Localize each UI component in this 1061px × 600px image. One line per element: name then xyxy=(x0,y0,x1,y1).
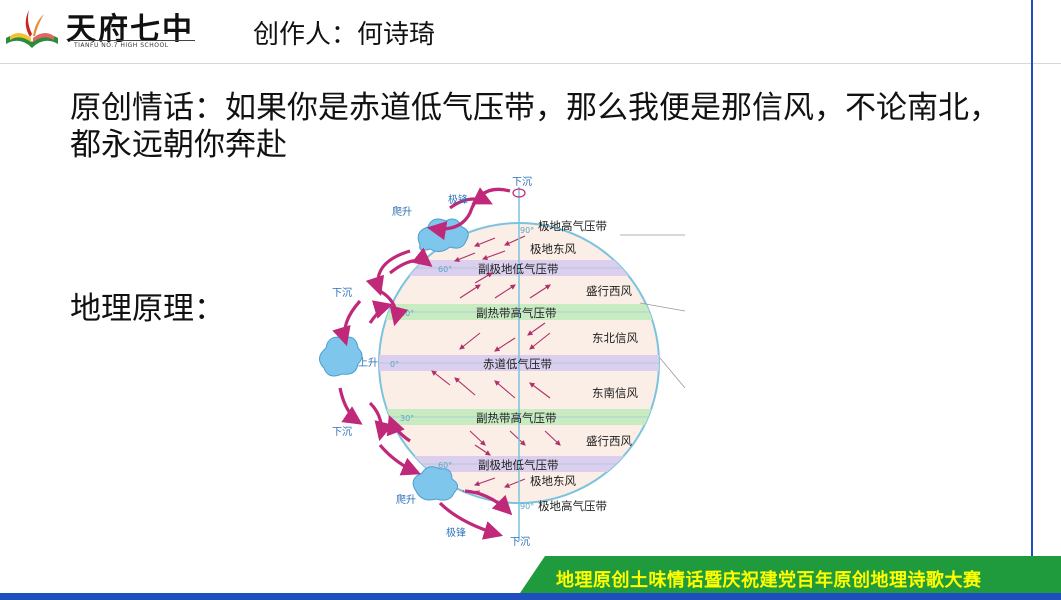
label-sink-mid-n: 下沉 xyxy=(332,286,352,299)
lat-label-6: 90° xyxy=(520,502,534,511)
author-line: 创作人：何诗琦 xyxy=(253,20,436,50)
logo-divider xyxy=(70,40,195,41)
right-edge-line xyxy=(1031,0,1033,600)
wind-label-4: 盛行西风 xyxy=(586,434,632,448)
label-rise-equator: 上升 xyxy=(358,357,378,369)
lat-label-4: 30° xyxy=(400,414,414,423)
belt-label-2: 副热带高气压带 xyxy=(476,306,557,320)
lat-label-1: 60° xyxy=(438,265,452,274)
lat-label-5: 60° xyxy=(438,461,452,470)
principle-heading: 地理原理： xyxy=(70,291,225,327)
label-front-top: 极锋 xyxy=(448,193,468,206)
logo-title: 天府七中 xyxy=(66,12,194,47)
label-front-bottom: 极锋 xyxy=(446,526,466,539)
lat-label-2: 30° xyxy=(400,309,414,318)
banner-text: 地理原创土味情话暨庆祝建党百年原创地理诗歌大赛 xyxy=(556,570,982,591)
header-divider xyxy=(0,63,1061,64)
belt-label-5: 副极地低气压带 xyxy=(478,458,559,472)
label-sink-mid-s: 下沉 xyxy=(332,425,352,438)
wind-label-5: 极地东风 xyxy=(530,474,576,488)
lat-label-0: 90° xyxy=(520,226,534,235)
poem-text: 原创情话：如果你是赤道低气压带，那么我便是那信风，不论南北，都永远朝你奔赴 xyxy=(70,90,1000,163)
label-sink-bottom: 下沉 xyxy=(510,535,530,548)
cloud-equator xyxy=(319,336,363,377)
book-logo-icon xyxy=(6,10,58,48)
wind-label-0: 极地东风 xyxy=(530,242,576,256)
belt-label-1: 副极地低气压带 xyxy=(478,262,559,276)
lat-label-3: 0° xyxy=(390,360,399,369)
wind-label-3: 东南信风 xyxy=(592,386,638,400)
pressure-belt-diagram: 极地高气压带 副极地低气压带 副热带高气压带 赤道低气压带 副热带高气压带 副极… xyxy=(319,175,686,548)
footer-banner xyxy=(0,556,1061,600)
circulation-arrows xyxy=(332,187,513,540)
label-climb-top: 爬升 xyxy=(392,206,412,218)
wind-label-2: 东北信风 xyxy=(592,331,638,345)
school-logo: 天府七中 TIANFU NO.7 HIGH SCHOOL xyxy=(0,0,210,60)
belt-label-4: 副热带高气压带 xyxy=(476,411,557,425)
logo-subtitle: TIANFU NO.7 HIGH SCHOOL xyxy=(74,42,169,49)
belt-label-0: 极地高气压带 xyxy=(538,219,607,233)
cloud-south xyxy=(412,466,458,501)
belt-label-3: 赤道低气压带 xyxy=(483,357,552,371)
wind-label-1: 盛行西风 xyxy=(586,284,632,298)
label-climb-bottom: 爬升 xyxy=(396,494,416,506)
label-sink-top: 下沉 xyxy=(512,175,532,188)
belt-label-6: 极地高气压带 xyxy=(538,499,607,513)
pole-marker-north xyxy=(512,188,526,198)
